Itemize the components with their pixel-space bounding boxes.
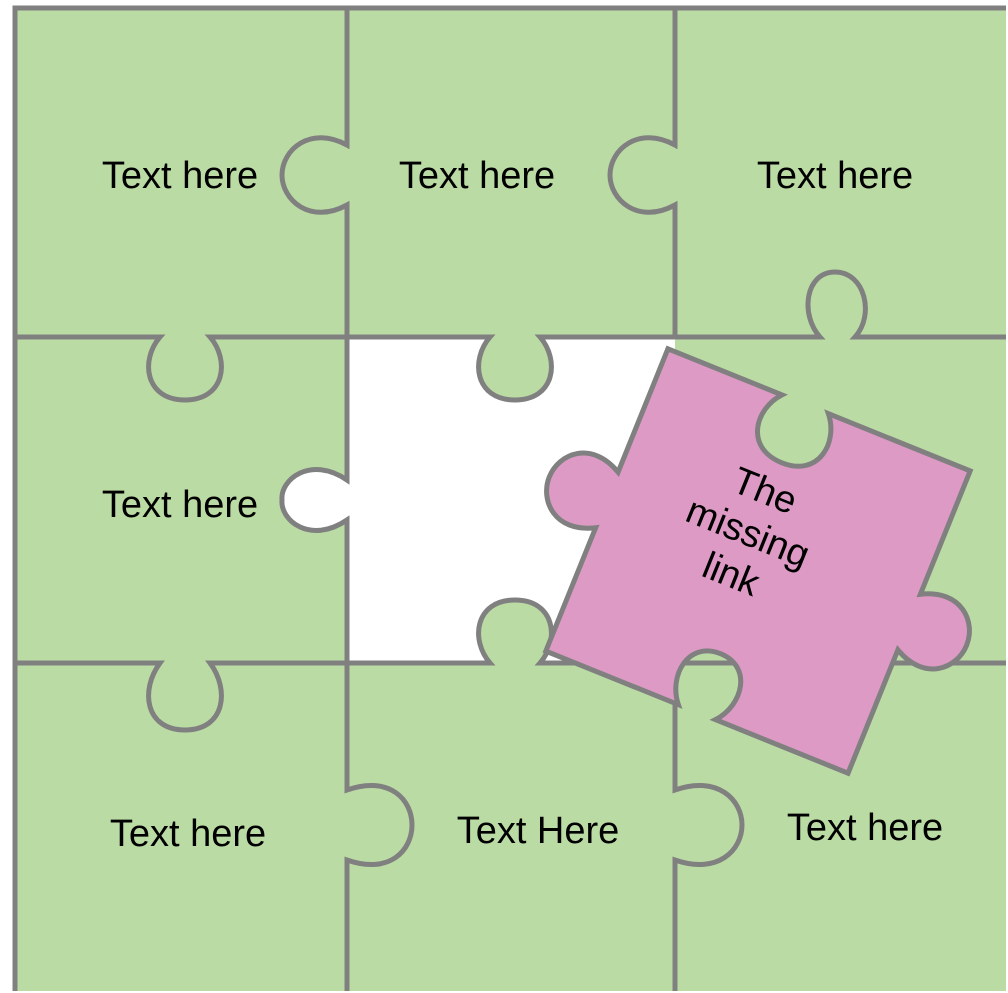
piece-label-1: Text here xyxy=(102,155,258,197)
piece-label-8: Text Here xyxy=(457,810,620,852)
piece-label-4: Text here xyxy=(102,484,258,526)
piece-label-9: Text here xyxy=(787,807,943,849)
piece-label-3: Text here xyxy=(757,155,913,197)
piece-label-2: Text here xyxy=(399,155,555,197)
piece-label-7: Text here xyxy=(110,813,266,855)
